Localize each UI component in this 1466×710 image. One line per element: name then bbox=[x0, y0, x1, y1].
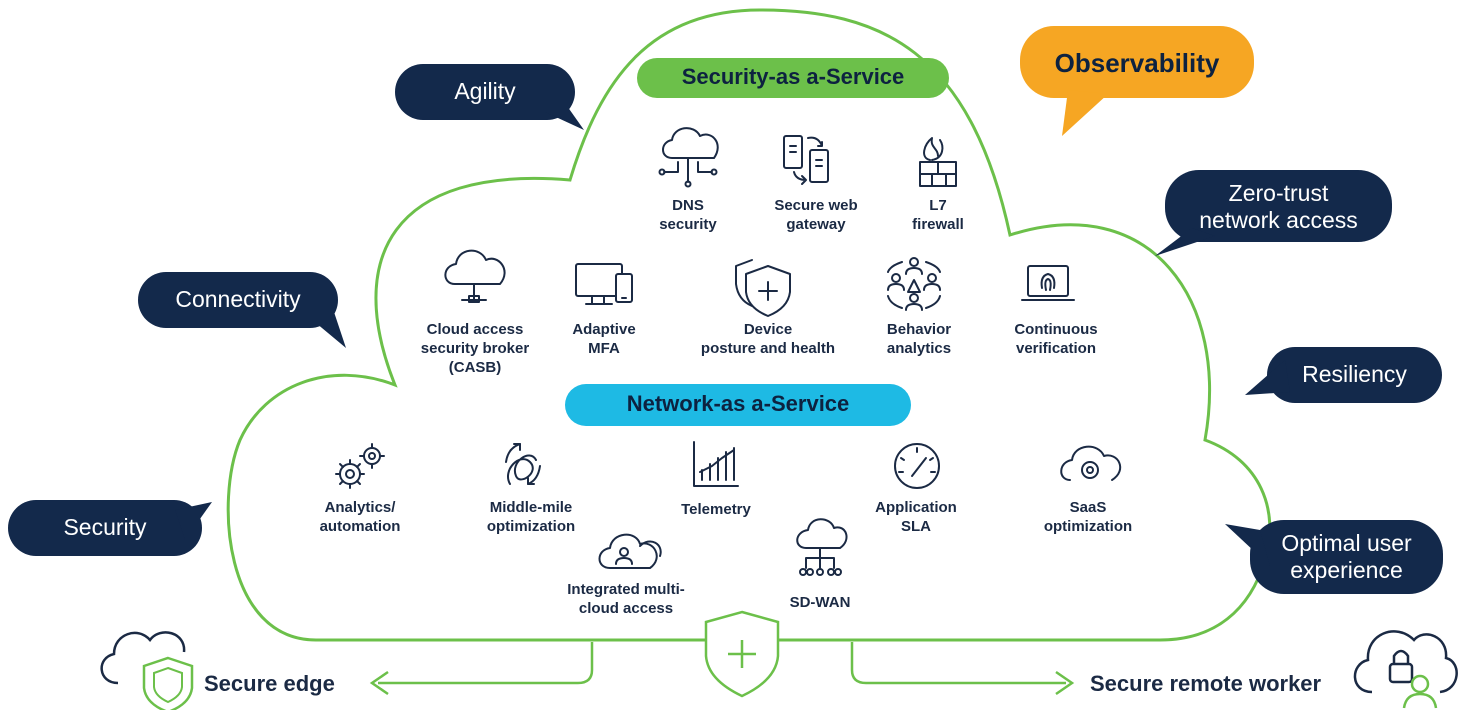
monitor-phone-icon bbox=[575, 263, 633, 305]
firewall-icon bbox=[919, 137, 957, 187]
label-analytics-automation: Analytics/ automation bbox=[319, 499, 401, 535]
arrows bbox=[369, 642, 1075, 696]
cloud-access-icon bbox=[444, 249, 506, 303]
pill-observability: Observability bbox=[1054, 48, 1220, 78]
label-l7-firewall: L7 firewall bbox=[912, 197, 964, 233]
label-saas-optimization: SaaS optimization bbox=[1043, 499, 1133, 535]
bubble-resiliency-label: Resiliency bbox=[1302, 361, 1407, 387]
gears-icon bbox=[335, 443, 385, 489]
pill-security-bg bbox=[637, 58, 949, 98]
label-adaptive-mfa: Adaptive MFA bbox=[572, 321, 636, 357]
bubble-zero-trust-label: Zero-trust network access bbox=[1199, 180, 1358, 233]
cloud-outline bbox=[226, 8, 1272, 642]
bubble-connectivity-label: Connectivity bbox=[175, 286, 301, 312]
chart-icon bbox=[693, 441, 739, 487]
behavior-users-icon bbox=[887, 257, 941, 311]
bubble-security-label: Security bbox=[63, 514, 147, 540]
bubble-optimal-ux bbox=[1225, 520, 1443, 594]
cloud-tree-icon bbox=[796, 518, 848, 576]
secure-edge-label: Secure edge bbox=[204, 671, 335, 696]
center-shield-icon bbox=[704, 610, 780, 698]
bubble-zero-trust bbox=[1155, 170, 1392, 256]
label-secure-web-gateway: Secure web gateway bbox=[774, 197, 858, 233]
bubble-connectivity bbox=[138, 272, 346, 348]
secure-remote-worker-label: Secure remote worker bbox=[1090, 671, 1322, 696]
bubble-resiliency bbox=[1245, 347, 1442, 403]
label-application-sla: Application SLA bbox=[875, 499, 957, 535]
label-continuous-verification: Continuous verification bbox=[1014, 321, 1098, 357]
bubble-optimal-ux-label: Optimal user experience bbox=[1281, 530, 1412, 583]
shield-plus-icon bbox=[735, 259, 791, 317]
bubble-agility bbox=[395, 64, 584, 130]
label-sd-wan: SD-WAN bbox=[789, 594, 851, 611]
remote-worker-user-icon bbox=[1402, 674, 1438, 709]
pill-network-service: Network-as a-Service bbox=[626, 391, 850, 416]
gauge-icon bbox=[894, 443, 940, 489]
infinity-arrows-icon bbox=[505, 443, 541, 485]
pill-security-service: Security-as a-Service bbox=[681, 64, 905, 89]
secure-edge-shield-icon bbox=[142, 656, 194, 710]
remote-worker-icon bbox=[1353, 630, 1458, 694]
label-casb: Cloud access security broker (CASB) bbox=[420, 321, 530, 376]
bubble-security bbox=[8, 500, 212, 556]
laptop-fingerprint-icon bbox=[1021, 265, 1075, 301]
cloud-user-icon bbox=[598, 533, 662, 569]
label-behavior-analytics: Behavior analytics bbox=[886, 321, 952, 357]
bubble-observability bbox=[1020, 26, 1254, 136]
label-dns-security: DNS security bbox=[659, 197, 717, 233]
bubble-agility-label: Agility bbox=[454, 78, 516, 104]
label-multicloud-access: Integrated multi- cloud access bbox=[567, 581, 685, 617]
label-device-posture: Device posture and health bbox=[700, 321, 836, 357]
label-middle-mile: Middle-mile optimization bbox=[486, 499, 576, 535]
devices-sync-icon bbox=[783, 135, 829, 185]
cloud-network-icon bbox=[658, 127, 719, 188]
cloud-gear-icon bbox=[1060, 445, 1122, 481]
label-telemetry: Telemetry bbox=[681, 501, 751, 518]
pill-network-bg bbox=[565, 384, 911, 426]
